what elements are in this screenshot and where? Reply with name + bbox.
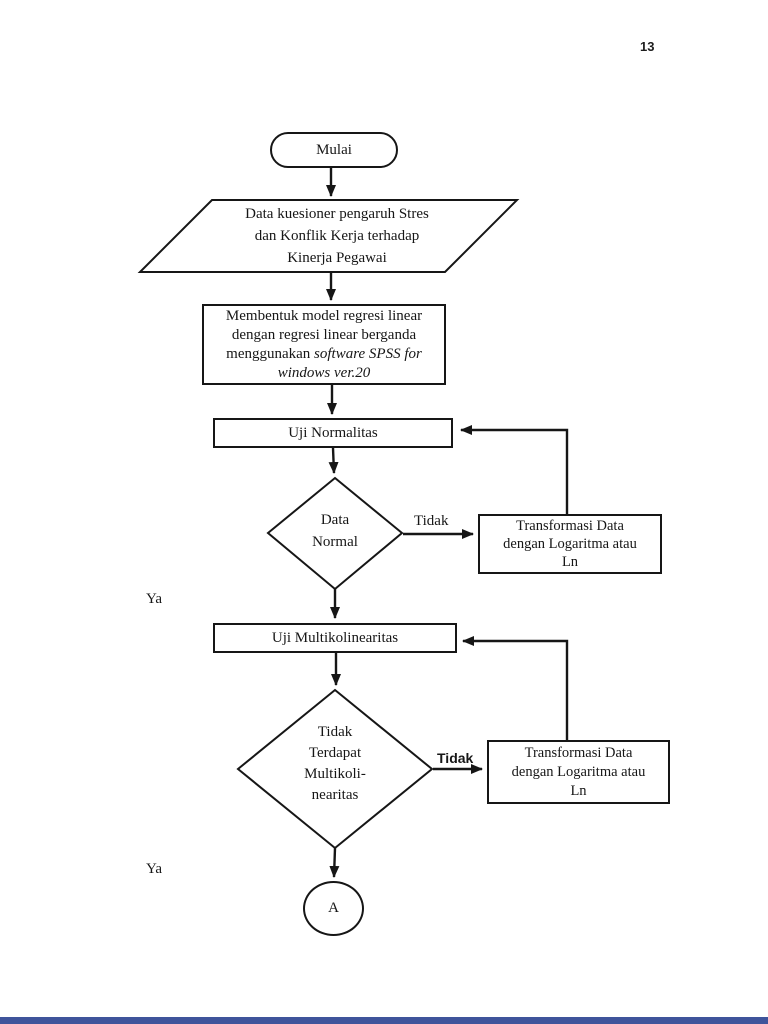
offpage-connector-a: A [303,881,364,936]
footer-bar [0,1017,768,1024]
branch-label-no-2: Tidak [437,750,474,766]
arrow-normality-to-decision [328,447,339,474]
process-model-box: Membentuk model regresi linear dengan re… [202,304,446,385]
feedback-transform2-to-multicollinearity [462,636,569,740]
normality-test-box: Uji Normalitas [213,418,453,448]
start-label: Mulai [316,141,352,158]
branch-label-no-1: Tidak [414,513,449,529]
page-number: 13 [640,39,655,54]
decision-normal-text: Data Normal [312,512,358,550]
start-terminator: Mulai [270,132,398,168]
transform-data-box-2: Transformasi Data dengan Logaritma atau … [487,740,670,804]
transform-data-box-1: Transformasi Data dengan Logaritma atau … [478,514,662,574]
multicollinearity-test-box: Uji Multikolinearitas [213,623,457,653]
data-input-text: Data kuesioner pengaruh Stres dan Konfli… [245,206,429,266]
arrow-decision2-yes-to-connector [329,847,340,878]
feedback-transform1-to-normality [460,425,569,514]
branch-label-yes-2: Ya [146,861,162,877]
decision-multicollinearity-text: Tidak Terdapat Multikoli- nearitas [304,724,366,803]
data-input-parallelogram [137,199,520,273]
branch-label-yes-1: Ya [146,591,162,607]
